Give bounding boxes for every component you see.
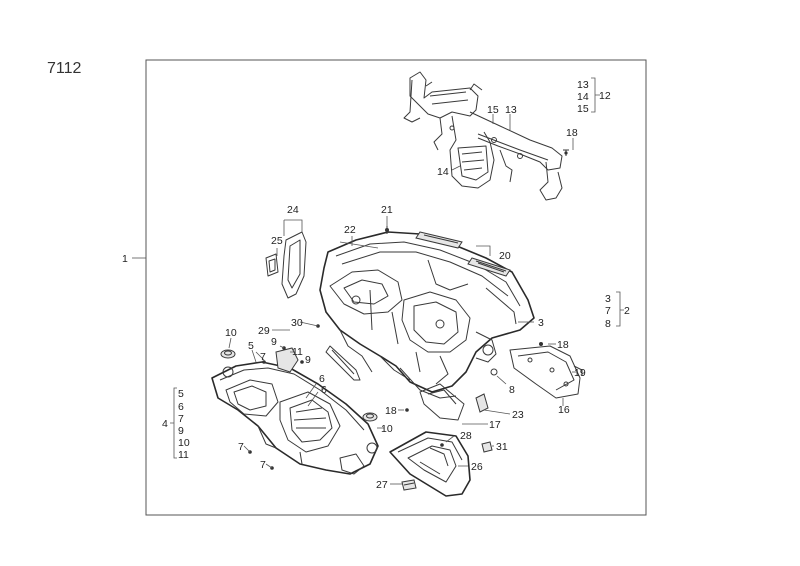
clip-28 [440, 443, 444, 447]
handle-27 [401, 479, 417, 491]
bracket-23 [475, 393, 489, 413]
callout-18-bracket: 18 [557, 339, 569, 351]
callout-20: 20 [499, 250, 511, 262]
callout-2: 2 [624, 305, 630, 317]
callout-23: 23 [512, 409, 524, 421]
callout-30: 30 [291, 317, 303, 329]
side-cover-24-25 [265, 231, 307, 299]
callout-24: 24 [287, 204, 299, 216]
callout-31: 31 [496, 441, 508, 453]
callout-10-left: 10 [225, 327, 237, 339]
glove-box-26 [389, 431, 471, 497]
callout-3: 3 [538, 317, 544, 329]
callout-8-group: 8 [605, 318, 611, 330]
cap-10-right [362, 412, 378, 422]
callout-29: 29 [258, 325, 270, 337]
callout-11-group: 11 [178, 449, 189, 461]
callout-18-top: 18 [566, 127, 578, 139]
callout-7-lower-a: 7 [238, 441, 244, 453]
callout-15-group: 15 [577, 103, 589, 115]
cap-10-left [220, 349, 236, 359]
bolt-18-lower [405, 408, 409, 412]
callout-9-lower: 9 [305, 354, 311, 366]
callout-10-group: 10 [178, 437, 190, 449]
leader-lines [132, 77, 624, 485]
page-code: 7112 [47, 60, 82, 77]
bolt-18-bracket [539, 342, 543, 346]
callouts: 1 13 14 15 12 15 13 18 14 24 25 21 22 20… [122, 79, 630, 491]
clips-7-9 [248, 324, 320, 470]
callout-10-right: 10 [381, 423, 393, 435]
callout-7-upper: 7 [260, 351, 266, 363]
callout-27: 27 [376, 479, 388, 491]
callout-28: 28 [460, 430, 472, 442]
reinforcement-17 [419, 383, 465, 421]
defroster-grille-20 [415, 231, 511, 277]
callout-7-lower-b: 7 [260, 459, 266, 471]
callout-12: 12 [599, 90, 611, 102]
callout-14: 14 [437, 166, 449, 178]
callout-6-group: 6 [178, 401, 184, 413]
crash-pad-main [319, 231, 535, 399]
trim-11 [275, 347, 299, 373]
callout-1: 1 [122, 253, 128, 265]
callout-7-group-2: 7 [605, 305, 611, 317]
callout-9-group: 9 [178, 425, 184, 437]
callout-7-group: 7 [178, 413, 184, 425]
callout-6-b: 6 [321, 384, 327, 396]
callout-17: 17 [489, 419, 501, 431]
callout-18-lower: 18 [385, 405, 397, 417]
callout-14-group: 14 [577, 91, 589, 103]
callout-8: 8 [509, 384, 515, 396]
callout-26: 26 [471, 461, 483, 473]
callout-9-upper: 9 [271, 336, 277, 348]
callout-4: 4 [162, 418, 168, 430]
callout-19: 19 [574, 367, 586, 379]
clip-8 [490, 368, 498, 376]
callout-13-group: 13 [577, 79, 589, 91]
callout-13: 13 [505, 104, 517, 116]
callout-16: 16 [558, 404, 570, 416]
trim-strip-29-30 [325, 345, 361, 381]
cross-car-beam-assembly [403, 71, 563, 201]
diagram-frame [145, 59, 647, 516]
side-bracket-16 [509, 345, 583, 399]
callout-21: 21 [381, 204, 393, 216]
callout-5: 5 [248, 340, 254, 352]
latch-31 [481, 441, 493, 453]
callout-25: 25 [271, 235, 283, 247]
callout-15: 15 [487, 104, 499, 116]
callout-22: 22 [344, 224, 356, 236]
callout-5-group: 5 [178, 388, 184, 400]
callout-6-a: 6 [319, 373, 325, 385]
bolt-18-upper [563, 149, 569, 156]
callout-3-group: 3 [605, 293, 611, 305]
callout-11: 11 [292, 346, 303, 358]
screw-21 [385, 226, 389, 234]
